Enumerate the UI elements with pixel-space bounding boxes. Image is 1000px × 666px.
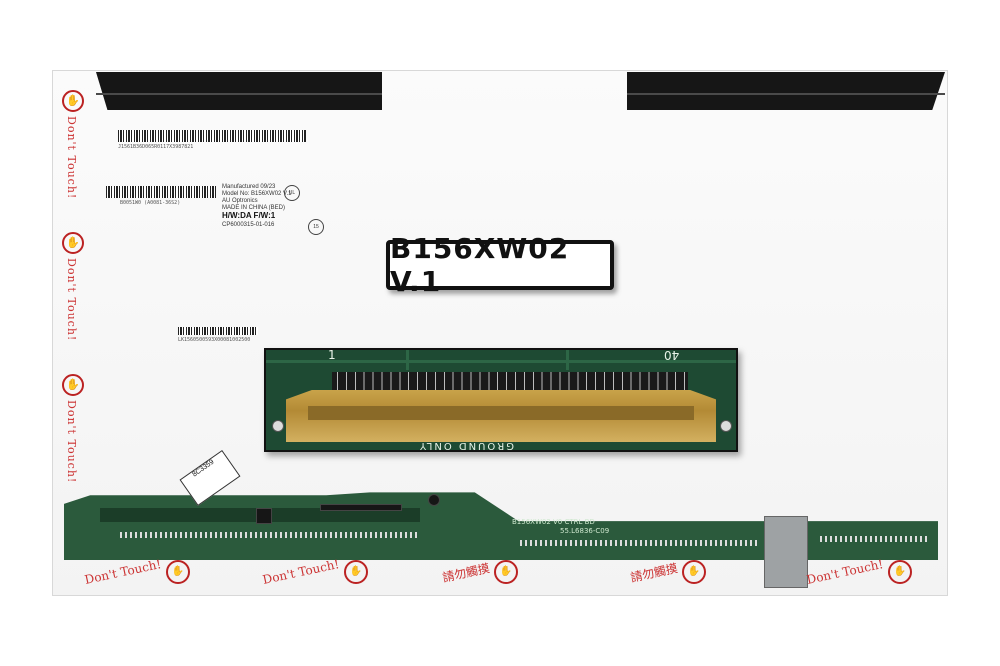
component-row [120, 532, 420, 538]
side-warning-3: ✋ Don't Touch! [60, 374, 86, 483]
dont-touch-text: Don't Touch! [65, 258, 78, 342]
bottom-warning-1: Don't Touch! ✋ [83, 557, 190, 587]
black-tape-right [627, 72, 945, 110]
label-line: Manufactured 09/23 [222, 184, 276, 190]
black-tape-left [96, 72, 382, 110]
pin-40-label: 40 [664, 348, 680, 362]
label-line: AU Optronics [222, 198, 258, 204]
side-warning-1: ✋ Don't Touch! [60, 90, 86, 199]
hw-fw-text: H/W:DA F/W:1 [222, 211, 276, 220]
side-barcode-text: LK1560500593X00081002500 [178, 337, 251, 343]
product-label-text: Manufactured 09/23 Model No: B156XW02 V.… [222, 184, 292, 212]
no-touch-icon: ✋ [62, 374, 84, 396]
label-line: Model No: B156XW02 V.1 [222, 191, 292, 197]
dont-touch-text: Don't Touch! [261, 557, 341, 587]
ul-cert-icon: UL [284, 185, 300, 201]
ribbon-connector [320, 504, 402, 511]
dont-touch-text: Don't Touch! [65, 400, 78, 484]
no-touch-icon: ✋ [62, 90, 84, 112]
tape-stripe-left [96, 93, 382, 95]
component-row [820, 536, 930, 542]
bottom-warning-3: 請勿觸摸 ✋ [441, 560, 519, 585]
pcb-trace [406, 350, 409, 370]
ic-chip [256, 508, 272, 524]
board-subtext: 55.L6836-C09 [560, 527, 610, 535]
rohs-cert-icon: 15 [308, 219, 324, 235]
dont-touch-text: Don't Touch! [83, 557, 163, 587]
connector-pins [332, 372, 688, 392]
pin-1-label: 1 [328, 348, 336, 362]
connector-slot [308, 406, 694, 420]
side-warning-2: ✋ Don't Touch! [60, 232, 86, 341]
connector-closeup: 1 40 GROUND ONLY [264, 348, 738, 452]
model-label: B156XW02 V.1 [386, 232, 614, 298]
dont-touch-text: Don't Touch! [805, 557, 885, 587]
board-text: B156XW02 V0 CTRL BD [512, 518, 595, 526]
top-barcode-text: J1561B36D065R0117X3987821 [118, 144, 194, 150]
bottom-warning-5: Don't Touch! ✋ [805, 557, 912, 587]
no-touch-icon: ✋ [494, 560, 519, 584]
no-touch-icon: ✋ [682, 560, 707, 584]
label-barcode-text: B0051W0 (A0081-36S2) [120, 200, 181, 206]
cjk-warning-text: 請勿觸摸 [629, 560, 680, 585]
pcb-trace [266, 360, 736, 363]
no-touch-icon: ✋ [343, 560, 368, 584]
screw-icon [720, 420, 732, 432]
metal-tape [764, 516, 808, 588]
ground-only-text: GROUND ONLY [418, 440, 514, 451]
dont-touch-text: Don't Touch! [65, 116, 78, 200]
bottom-warning-2: Don't Touch! ✋ [261, 557, 368, 587]
bottom-warning-4: 請勿觸摸 ✋ [629, 560, 707, 585]
side-barcode [178, 327, 258, 335]
tape-stripe-right [627, 93, 945, 95]
no-touch-icon: ✋ [165, 560, 190, 584]
label-line: MADE IN CHINA (BED) [222, 205, 286, 211]
no-touch-icon: ✋ [62, 232, 84, 254]
cjk-warning-text: 請勿觸摸 [441, 560, 492, 585]
capacitor [428, 494, 440, 506]
screw-icon [272, 420, 284, 432]
no-touch-icon: ✋ [887, 560, 912, 584]
pcb-trace [566, 350, 569, 370]
top-barcode [118, 130, 306, 142]
label-barcode [106, 186, 216, 198]
label-line-5: CP6000315-01-016 [222, 222, 275, 228]
component-row [520, 540, 760, 546]
